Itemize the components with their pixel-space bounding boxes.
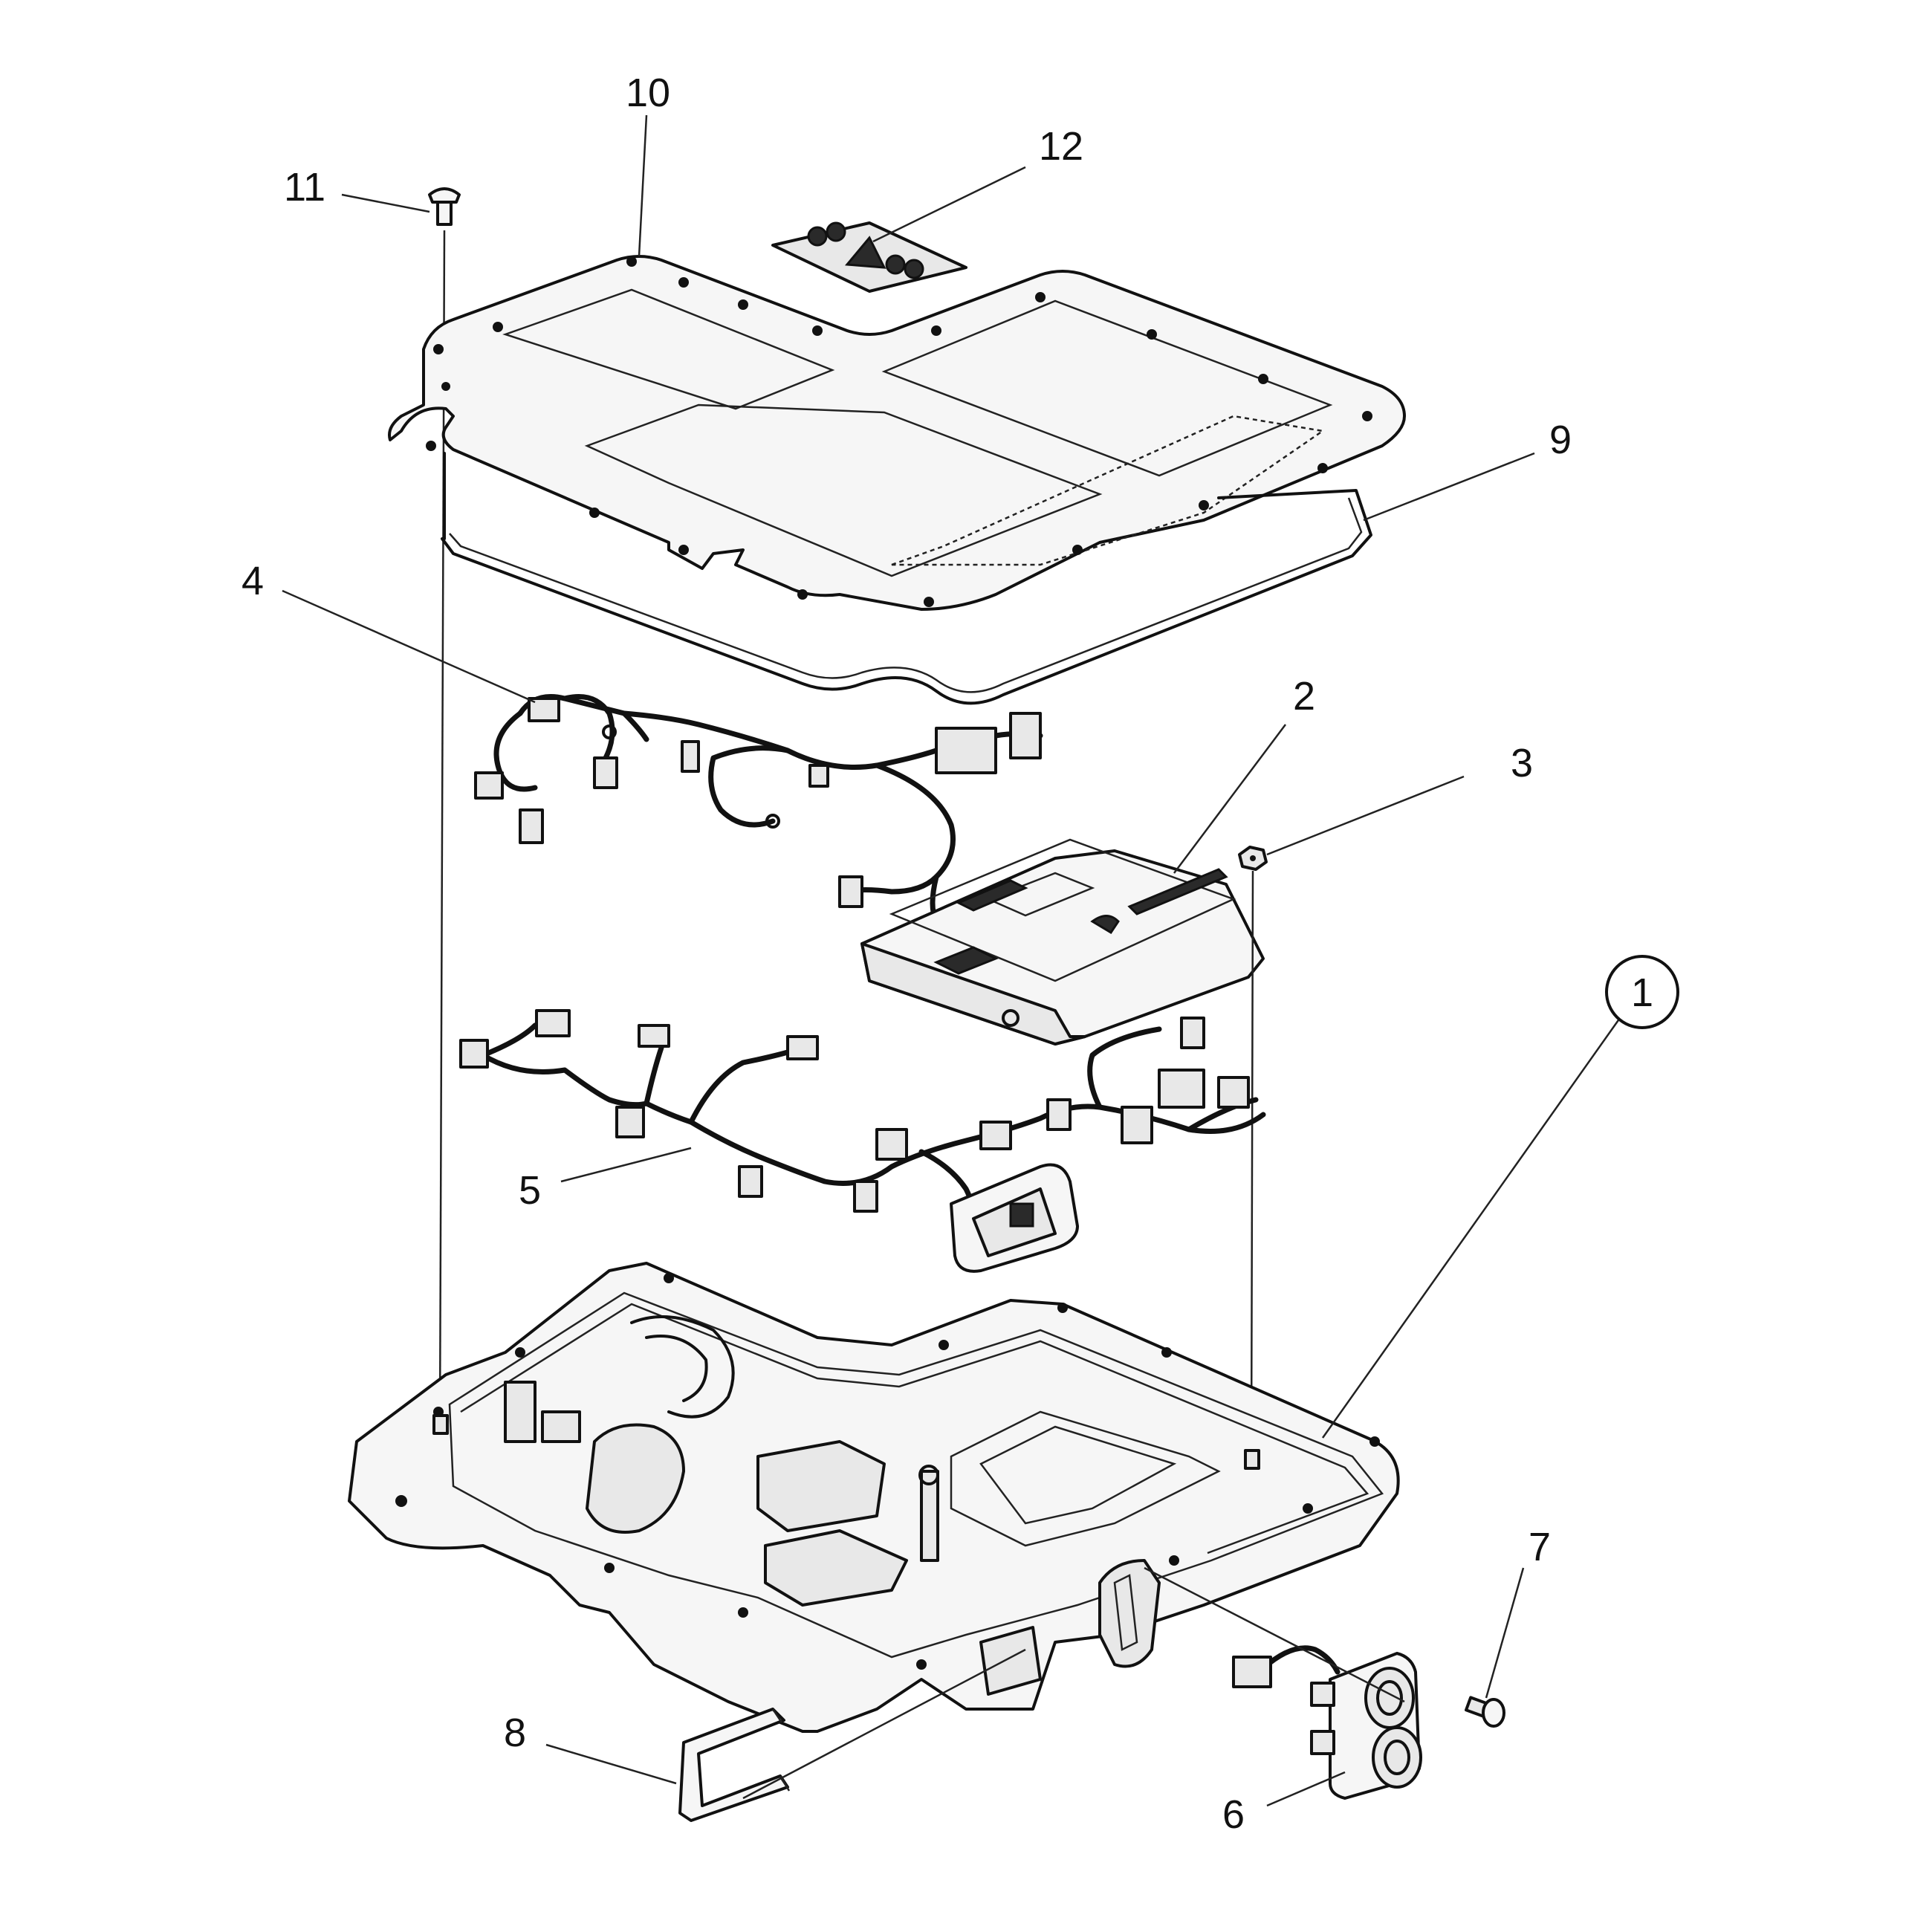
callout-7: 7	[1529, 1525, 1551, 1569]
leader-10	[638, 114, 648, 257]
leader-8-housing	[742, 1648, 1026, 1800]
part-11-screw	[428, 187, 461, 226]
callout-6: 6	[1222, 1792, 1245, 1837]
leader-4	[282, 589, 536, 704]
callout-1-circle	[1605, 955, 1679, 1029]
assembly-axis-right	[1250, 870, 1254, 1457]
part-9-gasket	[441, 452, 1372, 705]
leader-11	[341, 193, 430, 213]
part-4-wiring-harness	[474, 694, 1043, 924]
part-10-top-cover	[388, 255, 1406, 611]
leader-12	[872, 166, 1026, 243]
callout-4: 4	[242, 559, 264, 603]
leader-5	[560, 1147, 692, 1183]
part-6-hv-connector	[1232, 1645, 1422, 1800]
part-5-wiring-harness	[459, 1009, 1266, 1273]
leader-2	[1173, 724, 1286, 874]
part-7-screw	[1465, 1696, 1505, 1728]
callout-9: 9	[1549, 418, 1572, 462]
part-8-cover-plate	[678, 1708, 791, 1822]
callout-2: 2	[1293, 674, 1315, 719]
part-3-nut	[1238, 846, 1268, 871]
part-2-control-module	[860, 838, 1265, 1046]
callout-10: 10	[626, 71, 670, 115]
leader-3	[1266, 775, 1465, 856]
leader-8	[545, 1743, 677, 1785]
part-12-warning-label	[771, 221, 967, 293]
leader-1	[1321, 1017, 1621, 1439]
callout-12: 12	[1039, 124, 1083, 169]
leader-1-housing-port	[1144, 1566, 1405, 1703]
leader-6	[1266, 1771, 1346, 1807]
callout-labels: 1 2 3 4 5 6 7 8 9 10 11 12	[242, 71, 1679, 1837]
callout-11: 11	[284, 165, 325, 210]
callout-8: 8	[504, 1711, 526, 1755]
leader-9	[1363, 452, 1535, 522]
leader-7	[1485, 1567, 1525, 1699]
callout-5: 5	[519, 1168, 541, 1213]
callout-3: 3	[1511, 741, 1533, 785]
callout-1: 1	[1631, 970, 1653, 1015]
leader-lines	[282, 114, 1621, 1807]
part-1-inverter-housing	[348, 1262, 1400, 1733]
